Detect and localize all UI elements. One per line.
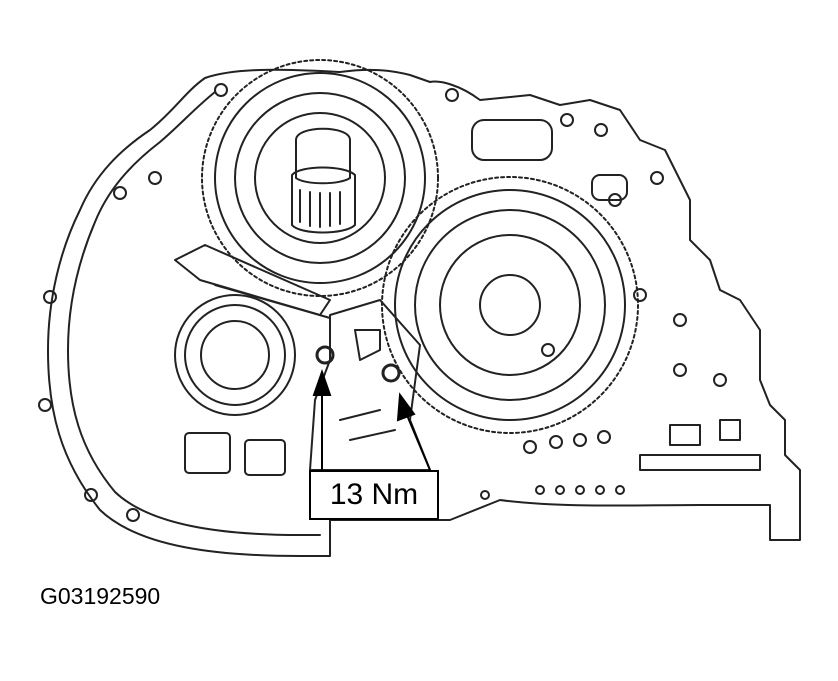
lower-right-passages bbox=[639, 419, 761, 471]
shaft-bearing bbox=[291, 127, 356, 234]
large-gear-teeth bbox=[381, 176, 639, 434]
upper-gear-rim bbox=[214, 72, 426, 284]
large-gear-pin bbox=[541, 343, 555, 357]
slot-top bbox=[471, 119, 553, 161]
bolt-1 bbox=[315, 345, 335, 365]
large-gear-ring bbox=[414, 209, 606, 401]
large-gear-inner-ring bbox=[439, 234, 581, 376]
upper-gear-inner-ring bbox=[254, 112, 386, 244]
large-gear-hub bbox=[479, 274, 541, 336]
upper-gear-ring bbox=[234, 92, 406, 264]
arrow-to-bolt-2 bbox=[396, 392, 431, 471]
figure-id: G03192590 bbox=[40, 583, 161, 609]
left-seal-inner bbox=[200, 320, 270, 390]
valve-plate-detail bbox=[339, 329, 396, 441]
bracket-arm bbox=[174, 244, 331, 319]
pad-right bbox=[244, 439, 286, 476]
upper-gear-outer-teeth bbox=[201, 59, 439, 297]
large-gear-rim bbox=[394, 189, 626, 421]
valve-plate bbox=[309, 299, 431, 471]
pad-left bbox=[184, 432, 231, 474]
arrow-to-bolt-1 bbox=[312, 368, 332, 470]
left-seal-outer bbox=[174, 294, 296, 416]
bearing-rollers bbox=[299, 189, 341, 228]
torque-spec-label: 13 Nm bbox=[309, 470, 439, 520]
case-outline bbox=[47, 68, 801, 557]
bolt-holes bbox=[38, 83, 727, 522]
case-inner-flange bbox=[67, 91, 321, 536]
bolt-2 bbox=[381, 363, 401, 383]
left-seal-mid bbox=[184, 304, 286, 406]
